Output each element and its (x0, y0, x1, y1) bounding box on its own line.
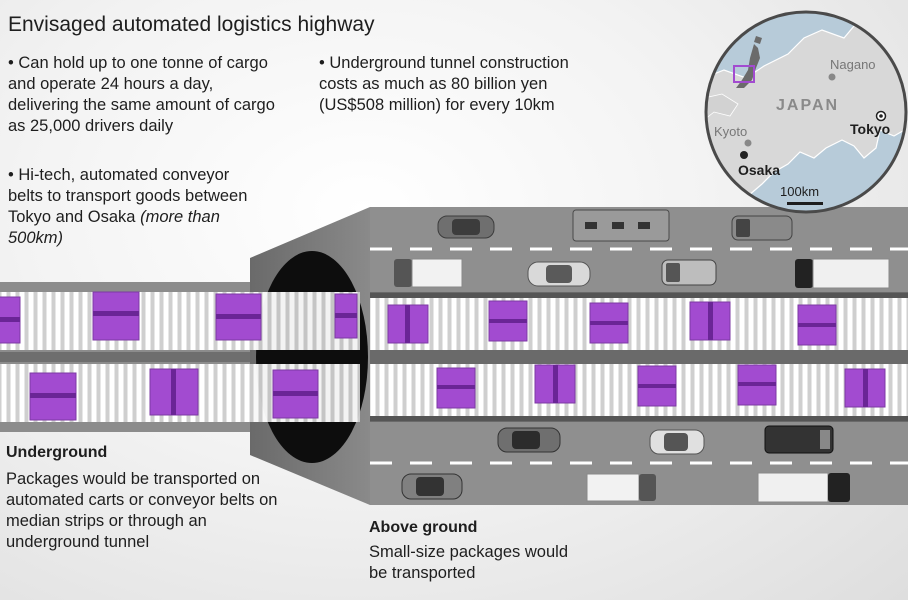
bus (572, 209, 670, 242)
package (488, 300, 528, 342)
city-label-kyoto: Kyoto (714, 124, 747, 139)
truck (394, 258, 463, 288)
above-ground-heading: Above ground (369, 519, 478, 536)
package (0, 296, 21, 344)
land (706, 17, 906, 212)
package (689, 301, 731, 341)
truck (586, 473, 656, 502)
scale-label: 100km (780, 184, 819, 199)
bullet-conveyor-note: (more than 500km) (8, 208, 220, 247)
bullet-capacity: • Can hold up to one tonne of cargo and … (8, 54, 275, 135)
scale-bar (787, 202, 823, 205)
truck (757, 472, 850, 503)
bullet-conveyor-text: • Hi-tech, automated conveyor belts to t… (8, 166, 248, 226)
package (387, 304, 429, 344)
package (29, 372, 77, 421)
van (731, 215, 793, 241)
country-label: JAPAN (776, 97, 839, 114)
city-label-osaka: Osaka (738, 162, 780, 178)
inset-japan (733, 36, 762, 88)
above-ground-text: Small-size packages would be transported (369, 543, 569, 582)
package (272, 369, 319, 419)
city-label-tokyo: Tokyo (850, 121, 890, 137)
packages-above-ground (387, 300, 886, 409)
truck (795, 258, 890, 289)
package (215, 293, 262, 341)
map-frame (704, 10, 908, 214)
packages-underground (0, 291, 358, 421)
package (844, 368, 886, 408)
package (637, 365, 677, 407)
package (436, 367, 476, 409)
city-dot-osaka (740, 151, 748, 159)
highway-road (370, 207, 908, 505)
package (334, 293, 358, 339)
vehicles-bottom (401, 425, 850, 503)
package (92, 291, 140, 341)
city-dot-kyoto (744, 139, 752, 147)
van (764, 425, 834, 454)
tunnel-portal (250, 207, 370, 505)
car (527, 261, 591, 287)
package (589, 302, 629, 344)
package (534, 364, 576, 404)
car (497, 427, 561, 453)
tunnel-opening (256, 251, 368, 463)
package (797, 304, 837, 346)
car (437, 215, 495, 239)
bullet-conveyor: • Hi-tech, automated conveyor belts to t… (8, 165, 248, 249)
japan-locator-map: Kyoto Osaka Nagano Tokyo JAPAN 100km (704, 10, 908, 214)
car (401, 473, 463, 500)
car (649, 429, 705, 455)
vehicles-top (394, 209, 890, 289)
city-dot-nagano (828, 73, 836, 81)
underground-heading: Underground (6, 444, 108, 461)
bullet-cost: • Underground tunnel construction costs … (319, 54, 569, 114)
van (661, 259, 717, 286)
underground-text: Packages would be transported on automat… (6, 470, 278, 551)
package (149, 368, 199, 416)
city-label-nagano: Nagano (830, 57, 876, 72)
package (737, 364, 777, 406)
page-title: Envisaged automated logistics highway (8, 13, 375, 36)
